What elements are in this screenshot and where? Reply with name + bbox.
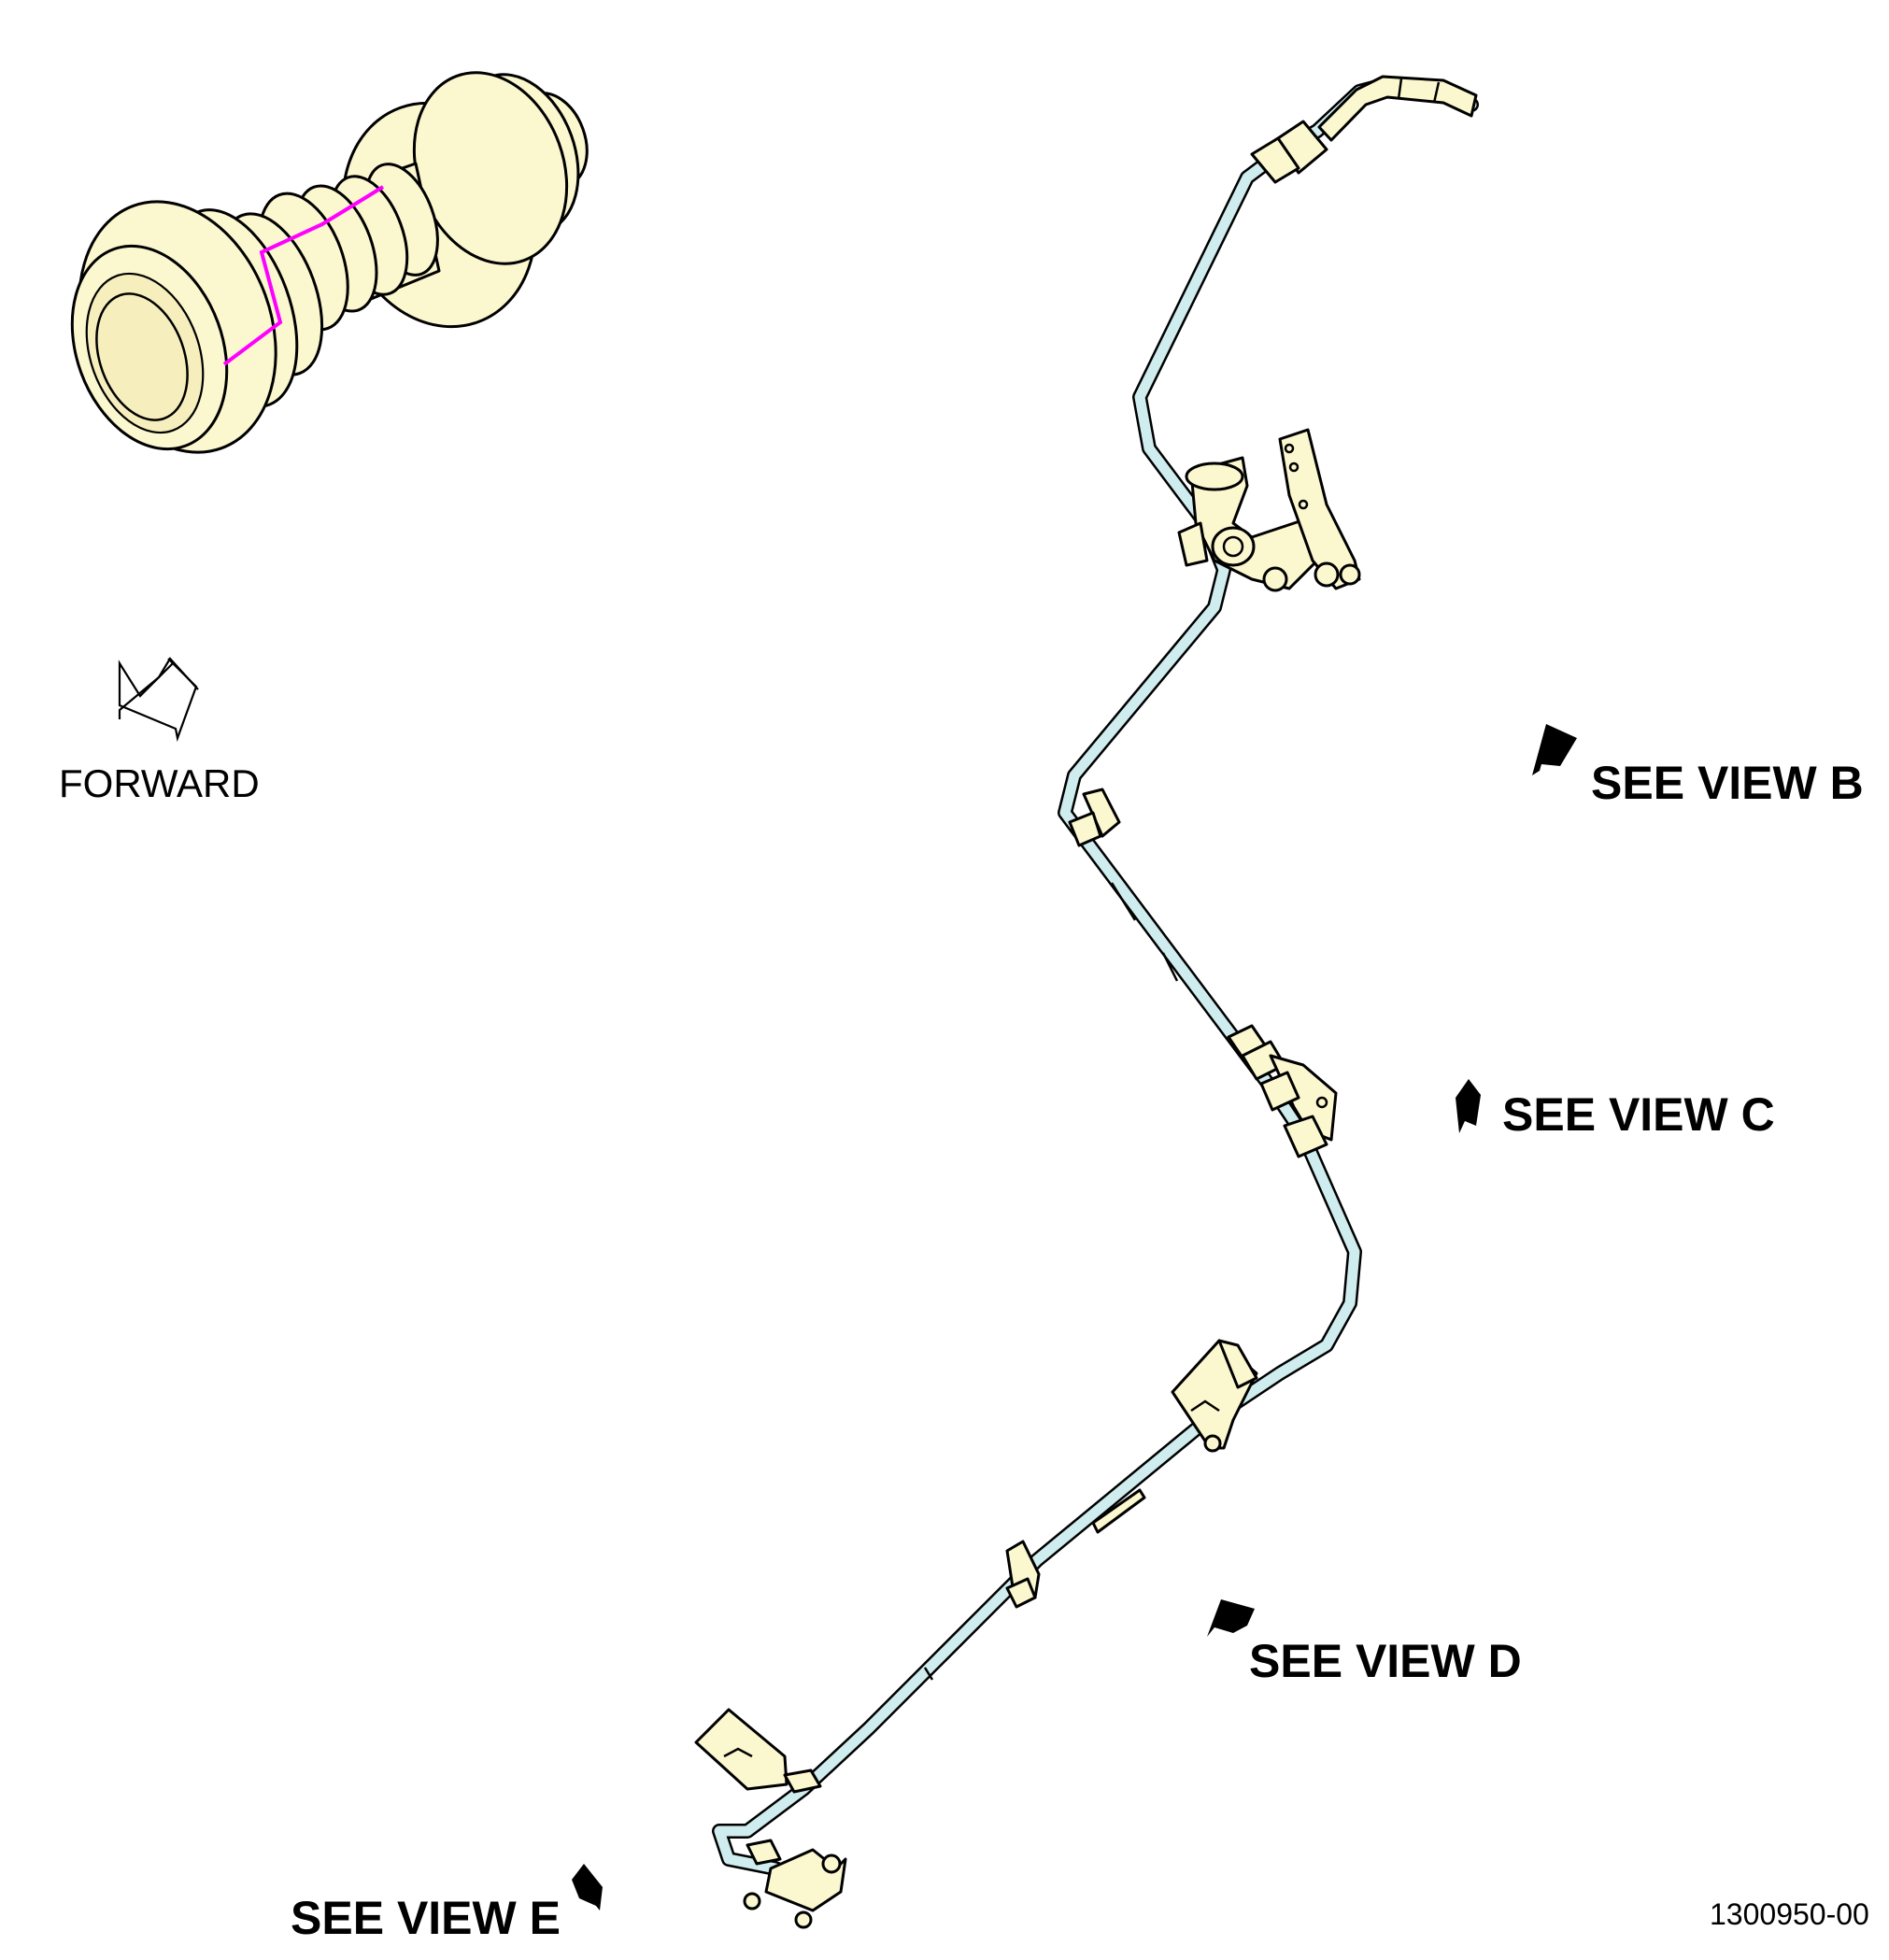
tube-end-fitting-top	[1250, 75, 1478, 184]
forward-label: FORWARD	[59, 761, 260, 805]
see-view-b-label: SEE VIEW B	[1591, 757, 1864, 809]
see-view-c-label: SEE VIEW C	[1502, 1088, 1775, 1141]
tube-location-marker	[222, 185, 385, 366]
figure-id: 1300950-00	[1710, 1897, 1869, 1931]
view-b-pointer-icon	[1532, 724, 1577, 775]
clamp-assembly-view-b	[1177, 428, 1361, 592]
clamp-upper-mid	[1068, 788, 1179, 982]
view-d-pointer-icon	[1207, 1599, 1255, 1637]
bracket-view-d	[1091, 1339, 1258, 1534]
clamp-lower-mid	[923, 1540, 1041, 1681]
engine-locator-illustration	[70, 71, 589, 454]
fluid-tube	[712, 77, 1479, 1876]
see-view-e-label: SEE VIEW E	[291, 1892, 561, 1944]
view-c-pointer-icon	[1456, 1079, 1481, 1133]
union-fitting-view-c	[1227, 1024, 1338, 1158]
forward-arrow-icon	[118, 657, 199, 743]
see-view-d-label: SEE VIEW D	[1249, 1635, 1522, 1687]
view-e-pointer-icon	[572, 1864, 603, 1910]
bracket-view-e	[694, 1708, 847, 1929]
